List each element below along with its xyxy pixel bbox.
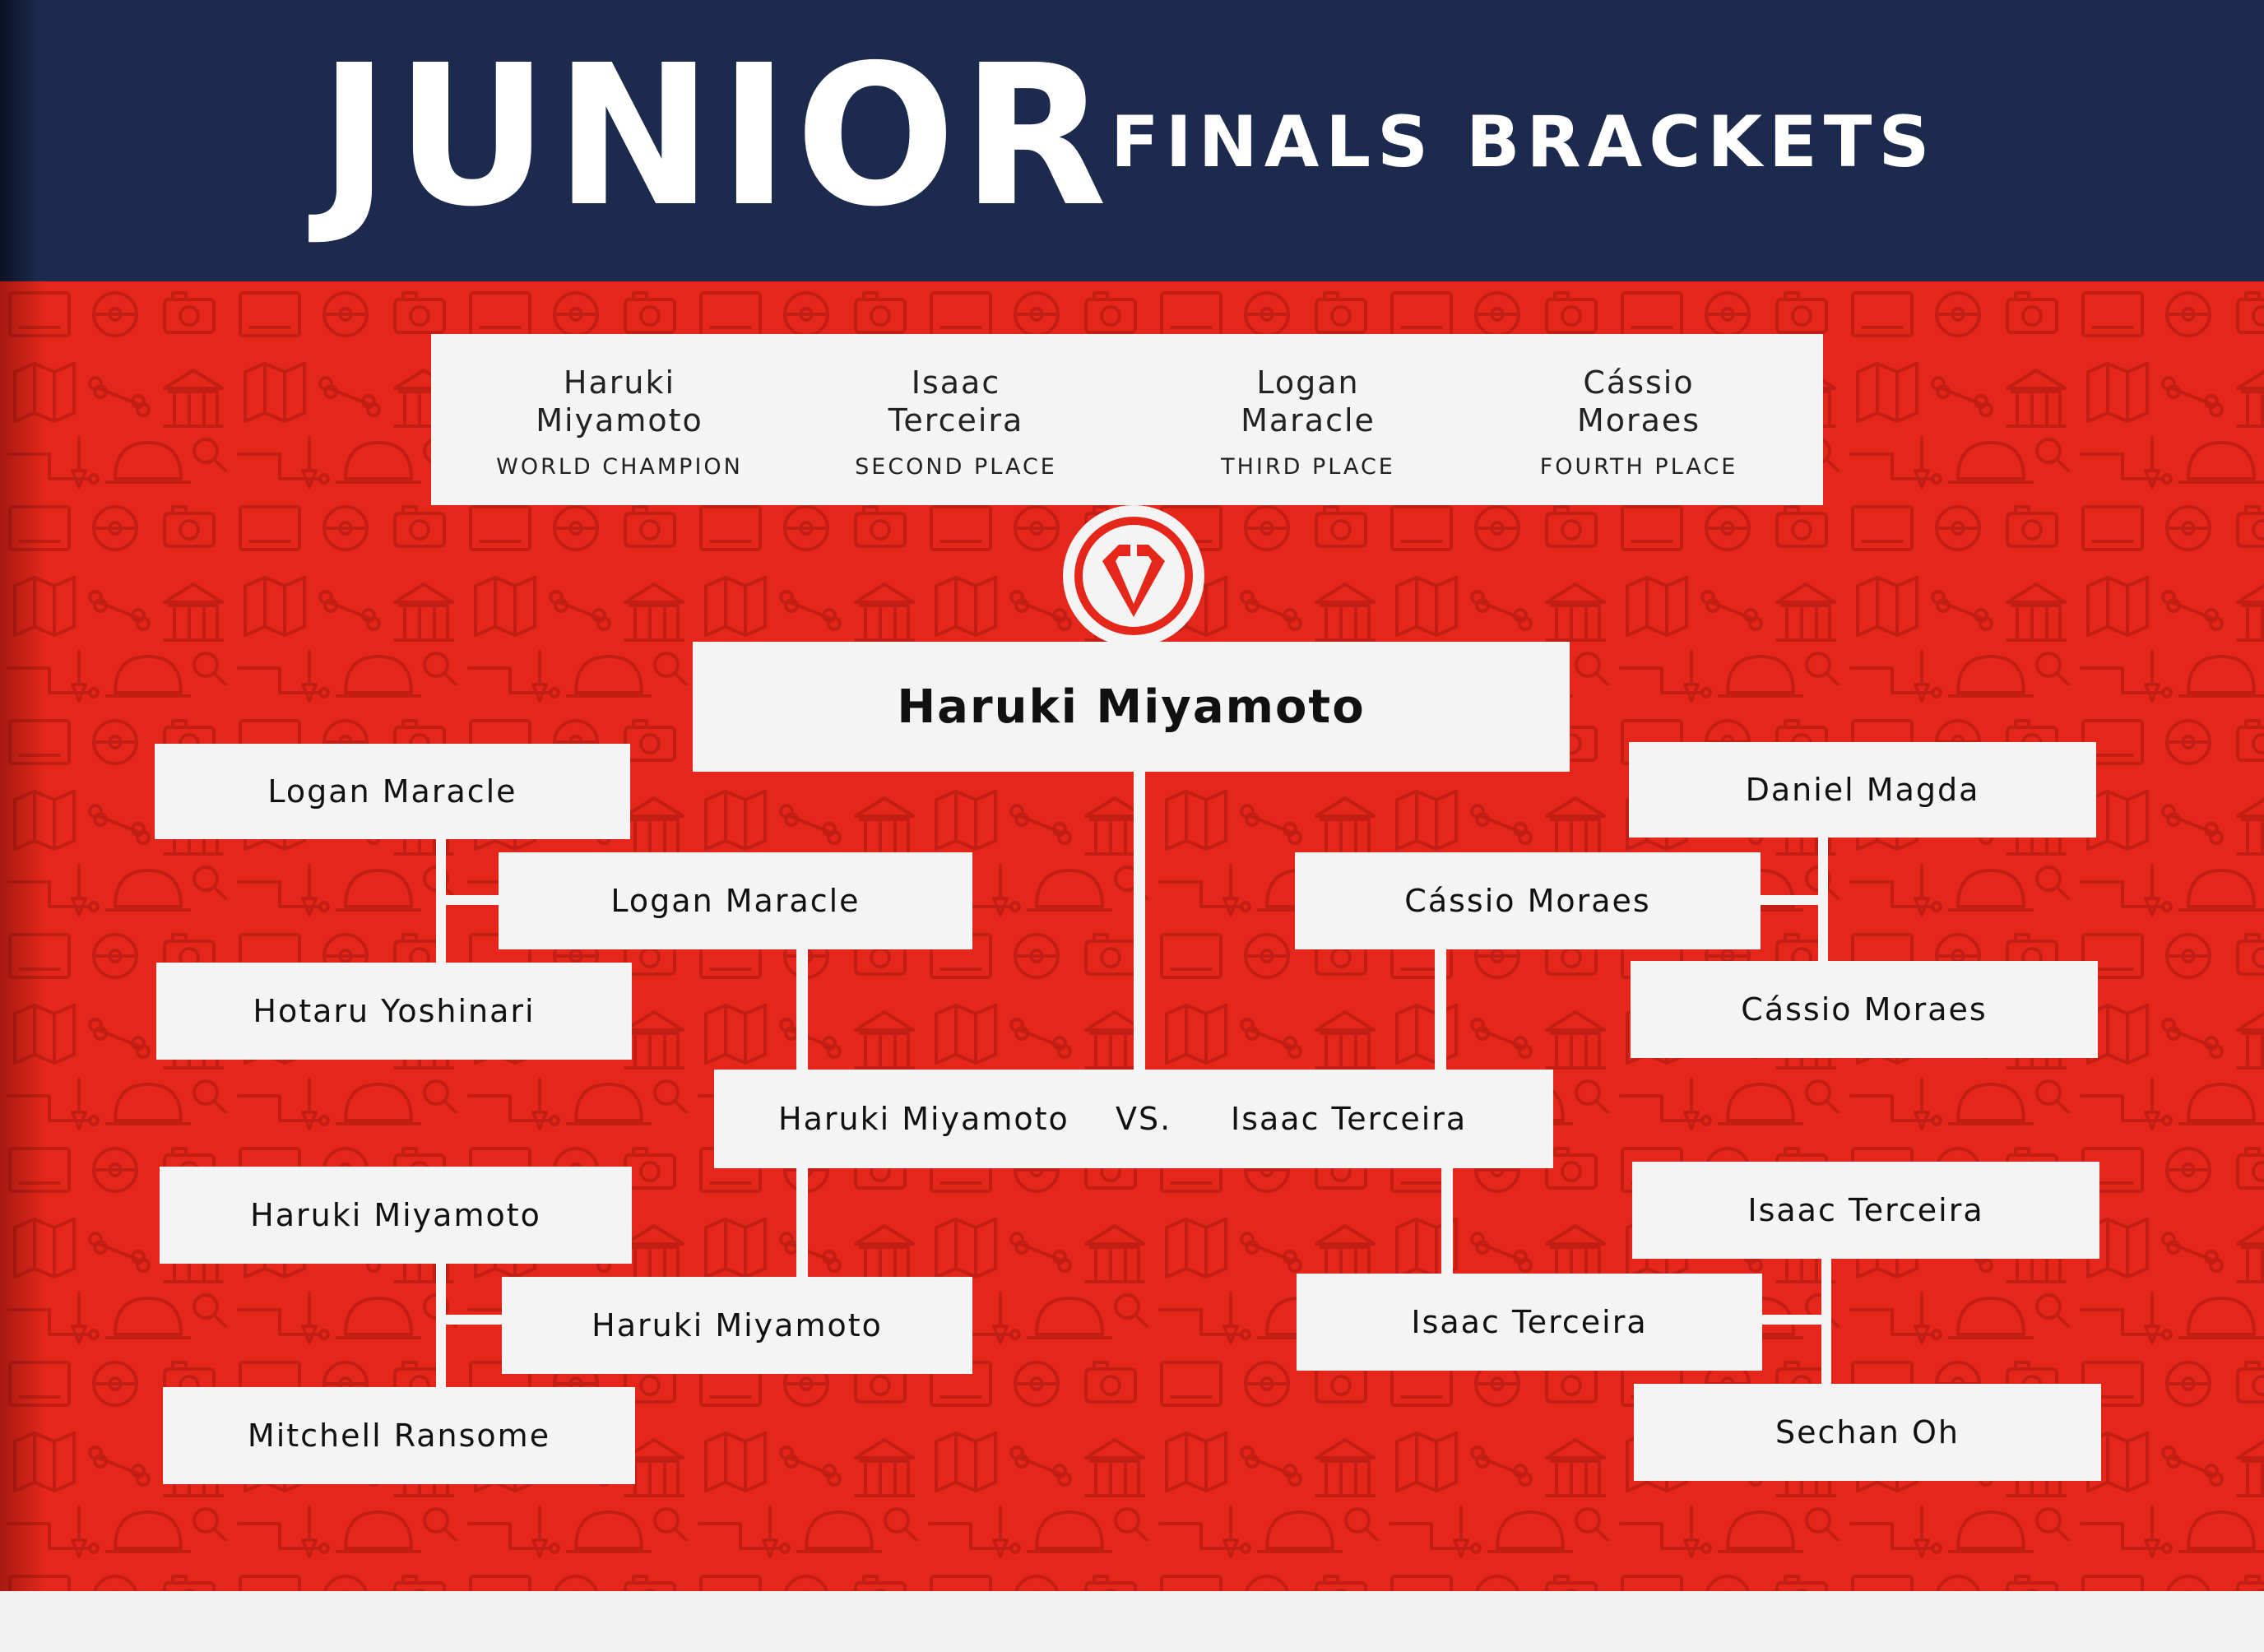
connector-center-vertical [1134, 769, 1145, 1070]
page-title: JUNIOR [319, 23, 1114, 249]
standing-first-family-name: Miyamoto [536, 402, 703, 439]
connector-right-semi-bottom [1441, 1167, 1453, 1278]
right-top-player-2: Cássio Moraes [1631, 961, 2098, 1058]
page-subtitle: FINALS BRACKETS [1111, 101, 1937, 183]
left-bottom-winner: Haruki Miyamoto [502, 1277, 972, 1374]
final-player-a: Haruki Miyamoto [778, 1101, 1069, 1137]
shield-emblem-icon [1063, 505, 1204, 647]
standing-first-given-name: Haruki [563, 364, 676, 401]
standing-third-place: THIRD PLACE [1221, 454, 1395, 480]
standing-first: Haruki Miyamoto WORLD CHAMPION [455, 364, 784, 480]
right-bottom-player-2: Sechan Oh [1634, 1384, 2101, 1481]
final-match-box [714, 1070, 1553, 1168]
standing-second: Isaac Terceira SECOND PLACE [791, 364, 1120, 480]
connector-left-bottom-pair [436, 1260, 446, 1389]
standing-third-family-name: Maracle [1241, 402, 1376, 439]
right-bottom-player-1: Isaac Terceira [1632, 1162, 2099, 1259]
standing-third-given-name: Logan [1256, 364, 1360, 401]
right-top-winner: Cássio Moraes [1295, 852, 1761, 949]
right-bottom-winner: Isaac Terceira [1297, 1274, 1762, 1371]
left-top-player-2: Hotaru Yoshinari [156, 963, 632, 1060]
connector-left-bottom-join [436, 1315, 502, 1325]
bottom-margin [0, 1591, 2264, 1652]
left-bottom-player-2: Mitchell Ransome [163, 1387, 635, 1484]
connector-left-semi-bottom [796, 1167, 808, 1278]
connector-left-top-join [436, 895, 502, 905]
standing-second-given-name: Isaac [911, 364, 1001, 401]
standing-second-family-name: Terceira [888, 402, 1024, 439]
standing-second-place: SECOND PLACE [855, 454, 1057, 480]
left-top-winner: Logan Maracle [499, 852, 972, 949]
standing-first-place: WORLD CHAMPION [496, 454, 743, 480]
standing-fourth: Cássio Moraes FOURTH PLACE [1474, 364, 1803, 480]
left-bottom-player-1: Haruki Miyamoto [160, 1167, 632, 1264]
connector-right-top-join [1757, 895, 1828, 905]
standing-fourth-family-name: Moraes [1576, 402, 1701, 439]
champion-box: Haruki Miyamoto [693, 642, 1570, 772]
left-top-player-1: Logan Maracle [155, 744, 630, 839]
page-fold-shadow-red [0, 281, 46, 1591]
standings-card [431, 334, 1823, 505]
connector-right-bottom-join [1761, 1315, 1831, 1325]
standing-fourth-place: FOURTH PLACE [1539, 454, 1738, 480]
right-top-player-1: Daniel Magda [1629, 742, 2096, 838]
standing-fourth-given-name: Cássio [1583, 364, 1695, 401]
page-fold-shadow [0, 0, 39, 281]
connector-left-semi-top [796, 948, 808, 1071]
header-band: JUNIOR FINALS BRACKETS [0, 0, 2264, 281]
connector-right-semi-top [1435, 948, 1446, 1071]
final-player-b: Isaac Terceira [1231, 1101, 1468, 1137]
final-vs-label: VS. [1116, 1101, 1172, 1137]
standing-third: Logan Maracle THIRD PLACE [1144, 364, 1473, 480]
